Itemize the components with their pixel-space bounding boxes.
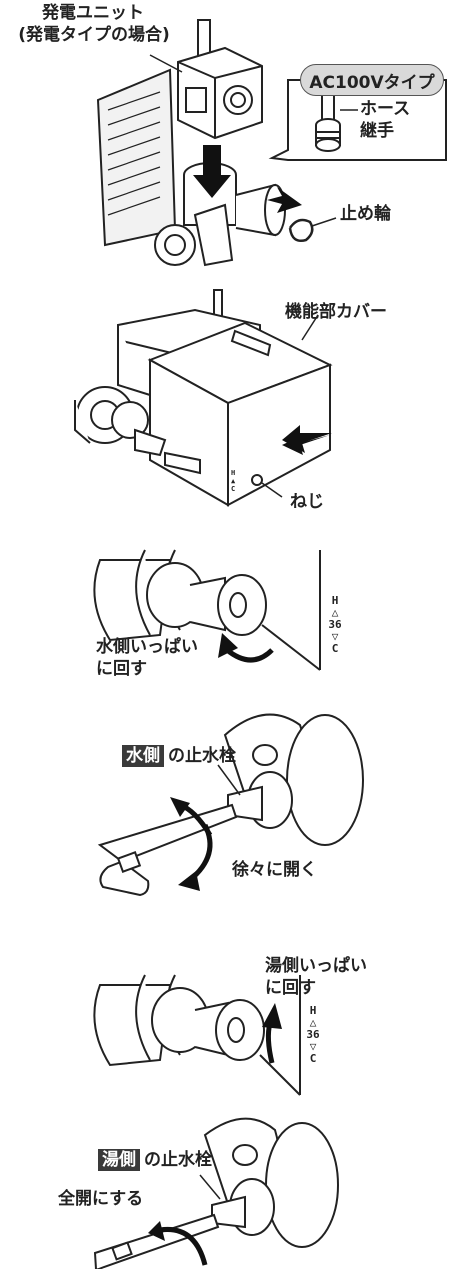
turn-water-label-1: 水側いっぱい [96,637,198,657]
scale-c: C [309,1052,317,1066]
scale-h: H [309,1004,317,1017]
turn-water-label-2: に回す [96,659,147,679]
function-cover-label: 機能部カバー [285,302,387,322]
turn-hot-label-1: 湯側いっぱい [265,956,367,976]
dial-water-side-illustration [93,549,321,671]
step5-panel: H △ 36 ▽ C 湯側いっぱい に回す [0,915,450,1115]
step6-panel: 湯側の止水栓 全開にする [0,1115,450,1269]
joint-label: 継手 [360,121,394,141]
svg-text:C: C [231,485,235,493]
stop-ring-label: 止め輪 [340,204,391,224]
generator-unit-illustration [96,19,447,267]
ac100v-type-badge: AC100Vタイプ [300,64,444,96]
hot-side-tag: 湯側 [98,1149,140,1171]
generator-type-note: (発電タイプの場合) [18,25,170,45]
temperature-scale: H △ 36 ▽ C [328,594,342,656]
generator-unit-label: 発電ユニット [42,3,144,23]
step2-panel: H▲C 機能部カバー ねじ [0,285,450,540]
scale-up: △ [331,606,339,620]
temperature-scale-hot: H △ 36 ▽ C [306,1004,320,1066]
water-valve-illustration [97,713,364,897]
step3-panel: H △ 36 ▽ C 水側いっぱい に回す [0,540,450,695]
hose-label: ホース [360,99,411,119]
step1-panel: 発電ユニット (発電タイプの場合) AC100Vタイプ ホース 継手 止め輪 [0,0,450,285]
hot-valve-label: の止水栓 [144,1150,212,1170]
hot-valve-illustration [93,1117,339,1269]
water-valve-label: の止水栓 [168,746,236,766]
hot-valve-title: 湯側の止水栓 [98,1149,212,1171]
svg-text:H: H [231,469,235,477]
scale-36: 36 [328,618,342,632]
scale-down: ▽ [309,1040,317,1054]
gradually-open-label: 徐々に開く [232,860,317,880]
scale-up: △ [309,1016,317,1030]
dial-hot-side-illustration [93,974,301,1096]
function-cover-illustration: H▲C [74,289,333,507]
scale-36: 36 [306,1028,320,1042]
svg-text:▲: ▲ [231,477,236,485]
scale-c: C [331,642,339,656]
turn-hot-label-2: に回す [265,978,316,998]
screw-label: ねじ [290,492,324,512]
water-side-tag: 水側 [122,745,164,767]
scale-down: ▽ [331,630,339,644]
scale-h: H [331,594,339,607]
step4-panel: 水側の止水栓 徐々に開く [0,695,450,915]
fully-open-label: 全開にする [58,1189,144,1209]
water-valve-title: 水側の止水栓 [122,745,236,767]
